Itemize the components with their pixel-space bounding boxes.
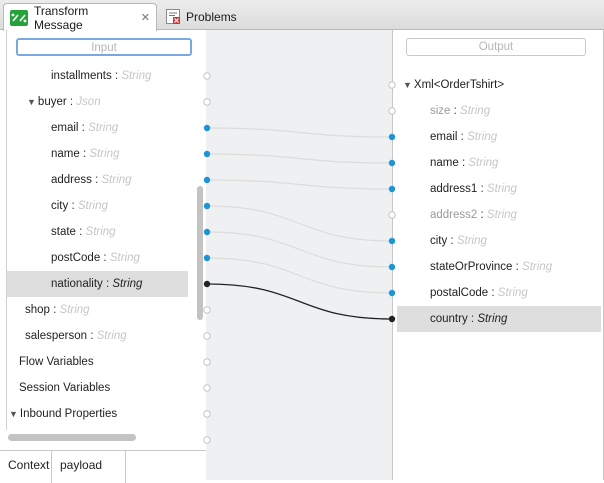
- expand-triangle-icon[interactable]: ▼: [403, 80, 412, 90]
- output-field-row[interactable]: postalCode : String: [430, 287, 528, 299]
- field-type: String: [468, 157, 499, 169]
- field-name: state: [51, 226, 76, 238]
- input-field-row[interactable]: Flow Variables: [7, 349, 188, 375]
- field-type: String: [88, 122, 119, 134]
- field-name: name: [430, 157, 459, 169]
- field-name: address1: [430, 183, 478, 195]
- field-name: postCode: [51, 252, 101, 264]
- field-name: address2: [430, 209, 478, 221]
- tab-context[interactable]: Context: [0, 451, 52, 483]
- field-name: Inbound Properties: [19, 408, 118, 420]
- input-field-row[interactable]: postCode : String: [51, 252, 140, 264]
- field-type: String: [59, 304, 90, 316]
- output-field-row[interactable]: stateOrProvince : String: [430, 261, 553, 273]
- input-field-row[interactable]: salesperson : String: [25, 330, 127, 342]
- output-field-row[interactable]: address2 : String: [430, 209, 517, 221]
- mapping-canvas[interactable]: [206, 30, 392, 480]
- field-name: postalCode: [430, 287, 489, 299]
- output-field-row[interactable]: size : String: [430, 105, 491, 117]
- field-name: city: [430, 235, 448, 247]
- input-field-row[interactable]: shop : String: [25, 304, 90, 316]
- field-name: salesperson: [25, 330, 88, 342]
- output-field-row[interactable]: address1 : String: [430, 183, 517, 195]
- field-type: String: [121, 70, 152, 82]
- tab-problems[interactable]: Problems: [160, 3, 280, 30]
- output-root-label: Xml<OrderTshirt>: [413, 79, 505, 91]
- input-field-row[interactable]: city : String: [51, 200, 108, 212]
- input-field-row[interactable]: installments : String: [51, 70, 152, 82]
- field-type: String: [101, 174, 132, 186]
- input-field-row[interactable]: email : String: [51, 122, 119, 134]
- field-name: address: [51, 174, 92, 186]
- output-root[interactable]: ▼Xml<OrderTshirt>: [403, 72, 504, 98]
- tab-label: Problems: [186, 9, 237, 24]
- field-name: name: [51, 148, 80, 160]
- output-field-row[interactable]: city : String: [430, 235, 487, 247]
- field-type: String: [460, 105, 491, 117]
- field-type: String: [77, 200, 108, 212]
- field-name: installments: [51, 70, 112, 82]
- field-type: String: [486, 209, 517, 221]
- output-field-row[interactable]: email : String: [430, 131, 498, 143]
- field-name: nationality: [51, 278, 103, 290]
- expand-triangle-icon[interactable]: ▼: [9, 409, 18, 419]
- problems-icon: [166, 9, 180, 24]
- field-name: stateOrProvince: [430, 261, 513, 273]
- input-vertical-scrollbar[interactable]: [197, 186, 203, 320]
- input-bottom-tabs: Context payload: [0, 450, 206, 483]
- field-name: email: [51, 122, 79, 134]
- input-horizontal-scrollbar[interactable]: [8, 434, 136, 441]
- field-type: String: [112, 278, 143, 290]
- field-type: String: [96, 330, 127, 342]
- field-name: buyer: [37, 96, 67, 108]
- field-type: String: [522, 261, 553, 273]
- editor-tab-bar: Transform Message ✕ Problems: [0, 0, 604, 32]
- close-icon[interactable]: ✕: [140, 12, 150, 24]
- field-name: size: [430, 105, 451, 117]
- field-name: city: [51, 200, 69, 212]
- input-field-row[interactable]: Session Variables: [7, 375, 188, 401]
- input-field-row[interactable]: ▼Inbound Properties: [7, 401, 188, 427]
- field-type: String: [456, 235, 487, 247]
- field-type: String: [109, 252, 140, 264]
- tab-transform-message[interactable]: Transform Message ✕: [3, 3, 157, 32]
- input-field-row[interactable]: nationality : String: [7, 271, 188, 297]
- output-search-field[interactable]: Output: [406, 38, 586, 56]
- field-name: email: [430, 131, 458, 143]
- input-panel: Input installments : String ▼buyer : Json…: [6, 30, 204, 430]
- input-search-field[interactable]: Input: [16, 38, 192, 56]
- field-type: String: [89, 148, 120, 160]
- transform-icon: [10, 9, 28, 26]
- output-field-row[interactable]: name : String: [430, 157, 499, 169]
- field-type: String: [497, 287, 528, 299]
- expand-triangle-icon[interactable]: ▼: [27, 97, 36, 107]
- field-name: Session Variables: [19, 382, 111, 394]
- output-panel: Output ▼Xml<OrderTshirt> size : String em…: [392, 30, 604, 480]
- input-field-row[interactable]: state : String: [51, 226, 116, 238]
- field-type: String: [477, 313, 508, 325]
- field-name: shop: [25, 304, 50, 316]
- output-field-row[interactable]: country : String: [397, 306, 601, 332]
- field-name: Flow Variables: [19, 356, 94, 368]
- input-field-row[interactable]: name : String: [51, 148, 120, 160]
- field-type: String: [467, 131, 498, 143]
- input-field-row[interactable]: address : String: [51, 174, 132, 186]
- input-field-row[interactable]: ▼buyer : Json: [7, 89, 188, 115]
- field-type: String: [85, 226, 116, 238]
- tab-label: Transform Message: [34, 3, 89, 32]
- tab-payload[interactable]: payload: [52, 451, 126, 483]
- field-name: country: [430, 313, 468, 325]
- field-type: Json: [76, 96, 101, 108]
- field-type: String: [486, 183, 517, 195]
